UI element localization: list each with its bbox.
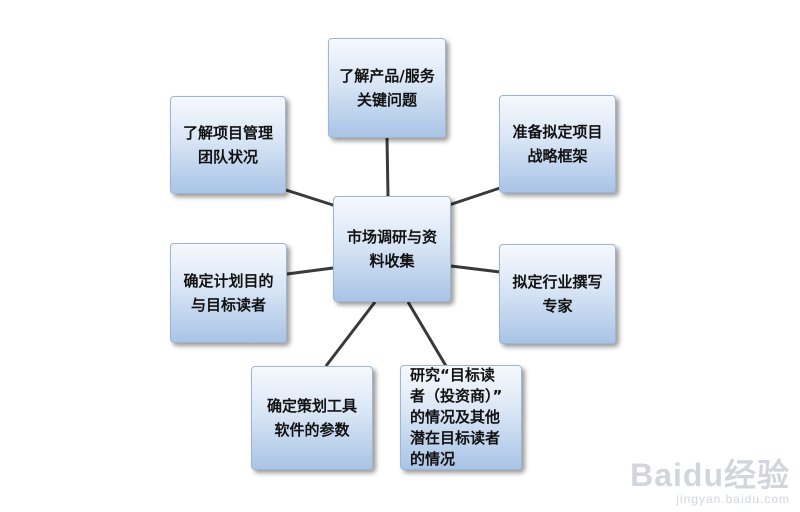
- node-bottom-left: 确定策划工具 软件的参数: [251, 366, 373, 470]
- node-top-left-label: 了解项目管理 团队状况: [182, 124, 273, 166]
- node-top-right: 准备拟定项目 战略框架: [499, 95, 616, 193]
- baidu-jingyan-watermark: Baidu经验 jingyan.baidu.com: [630, 458, 790, 506]
- node-bottom-right: 研究“目标读 者（投资商）” 的情况及其他 潜在目标读者 的情况: [400, 365, 522, 470]
- node-left-label: 确定计划目的 与目标读者: [183, 272, 274, 314]
- connector-left: [286, 266, 334, 276]
- connector-top-right: [445, 186, 501, 208]
- watermark-url: jingyan.baidu.com: [676, 492, 790, 506]
- node-center: 市场调研与资 料收集: [333, 196, 451, 302]
- node-center-label: 市场调研与资 料收集: [346, 228, 437, 270]
- connector-bottom-right: [406, 301, 448, 367]
- node-bottom-right-label: 研究“目标读 者（投资商）” 的情况及其他 潜在目标读者 的情况: [410, 366, 503, 468]
- node-left: 确定计划目的 与目标读者: [170, 243, 287, 343]
- connector-right: [450, 264, 501, 274]
- node-right: 拟定行业撰写 专家: [499, 244, 616, 344]
- connector-bottom-left: [324, 301, 377, 367]
- node-top-right-label: 准备拟定项目 战略框架: [512, 123, 603, 165]
- watermark-brand: Baidu经验: [630, 457, 790, 493]
- node-bottom-left-label: 确定策划工具 软件的参数: [266, 397, 357, 439]
- connector-top-left: [285, 188, 337, 208]
- connector-top: [385, 137, 390, 197]
- node-right-label: 拟定行业撰写 专家: [512, 273, 603, 315]
- node-top-left: 了解项目管理 团队状况: [170, 96, 286, 194]
- node-top: 了解产品/服务 关键问题: [328, 38, 446, 138]
- node-top-label: 了解产品/服务 关键问题: [339, 67, 435, 109]
